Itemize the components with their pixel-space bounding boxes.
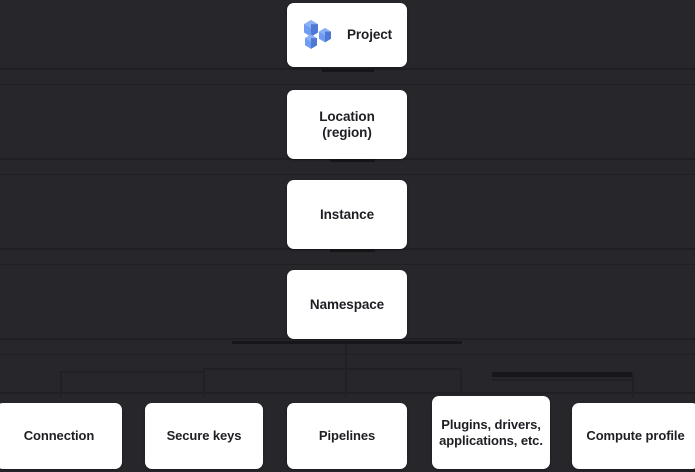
project-hexagons-icon <box>301 18 335 52</box>
connector-bus-right <box>492 372 634 377</box>
connector-bus-right-shadow <box>492 379 634 381</box>
connector-instance-to-namespace <box>330 249 375 252</box>
node-connection[interactable]: Connection <box>0 403 122 469</box>
node-connection-label: Connection <box>23 428 95 443</box>
connector-drop-connection <box>60 371 62 397</box>
connector-drop-compute-profile <box>632 372 634 397</box>
node-secure-keys-label: Secure keys <box>166 428 242 443</box>
node-namespace-label: Namespace <box>309 296 385 312</box>
node-location[interactable]: Location (region) <box>287 90 407 159</box>
connector-drop-plugins <box>460 368 462 397</box>
connector-location-to-instance <box>330 159 375 162</box>
background-band <box>0 392 695 394</box>
background-band <box>0 174 695 175</box>
connector-namespace-stem <box>232 341 462 344</box>
connector-drop-secure-keys <box>203 368 205 397</box>
node-plugins[interactable]: Plugins, drivers, applications, etc. <box>432 396 550 469</box>
node-compute-profile[interactable]: Compute profile <box>572 403 695 469</box>
connector-bus-left <box>62 371 204 373</box>
node-compute-profile-label: Compute profile <box>586 428 685 443</box>
background-band <box>0 264 695 265</box>
connector-drop-pipelines <box>345 344 347 397</box>
background-band <box>0 84 695 85</box>
connector-project-to-location <box>322 69 374 72</box>
background-band <box>0 68 695 70</box>
background-band <box>0 354 695 355</box>
node-instance[interactable]: Instance <box>287 180 407 249</box>
node-plugins-label: Plugins, drivers, applications, etc. <box>439 416 543 448</box>
node-location-label: Location (region) <box>319 108 375 140</box>
node-project-label: Project <box>347 27 393 42</box>
node-pipelines-label: Pipelines <box>318 428 376 443</box>
node-namespace[interactable]: Namespace <box>287 270 407 339</box>
node-instance-label: Instance <box>320 206 374 222</box>
node-secure-keys[interactable]: Secure keys <box>145 403 263 469</box>
connector-bus-center <box>204 368 462 370</box>
node-project[interactable]: Project <box>287 3 407 67</box>
node-pipelines[interactable]: Pipelines <box>287 403 407 469</box>
